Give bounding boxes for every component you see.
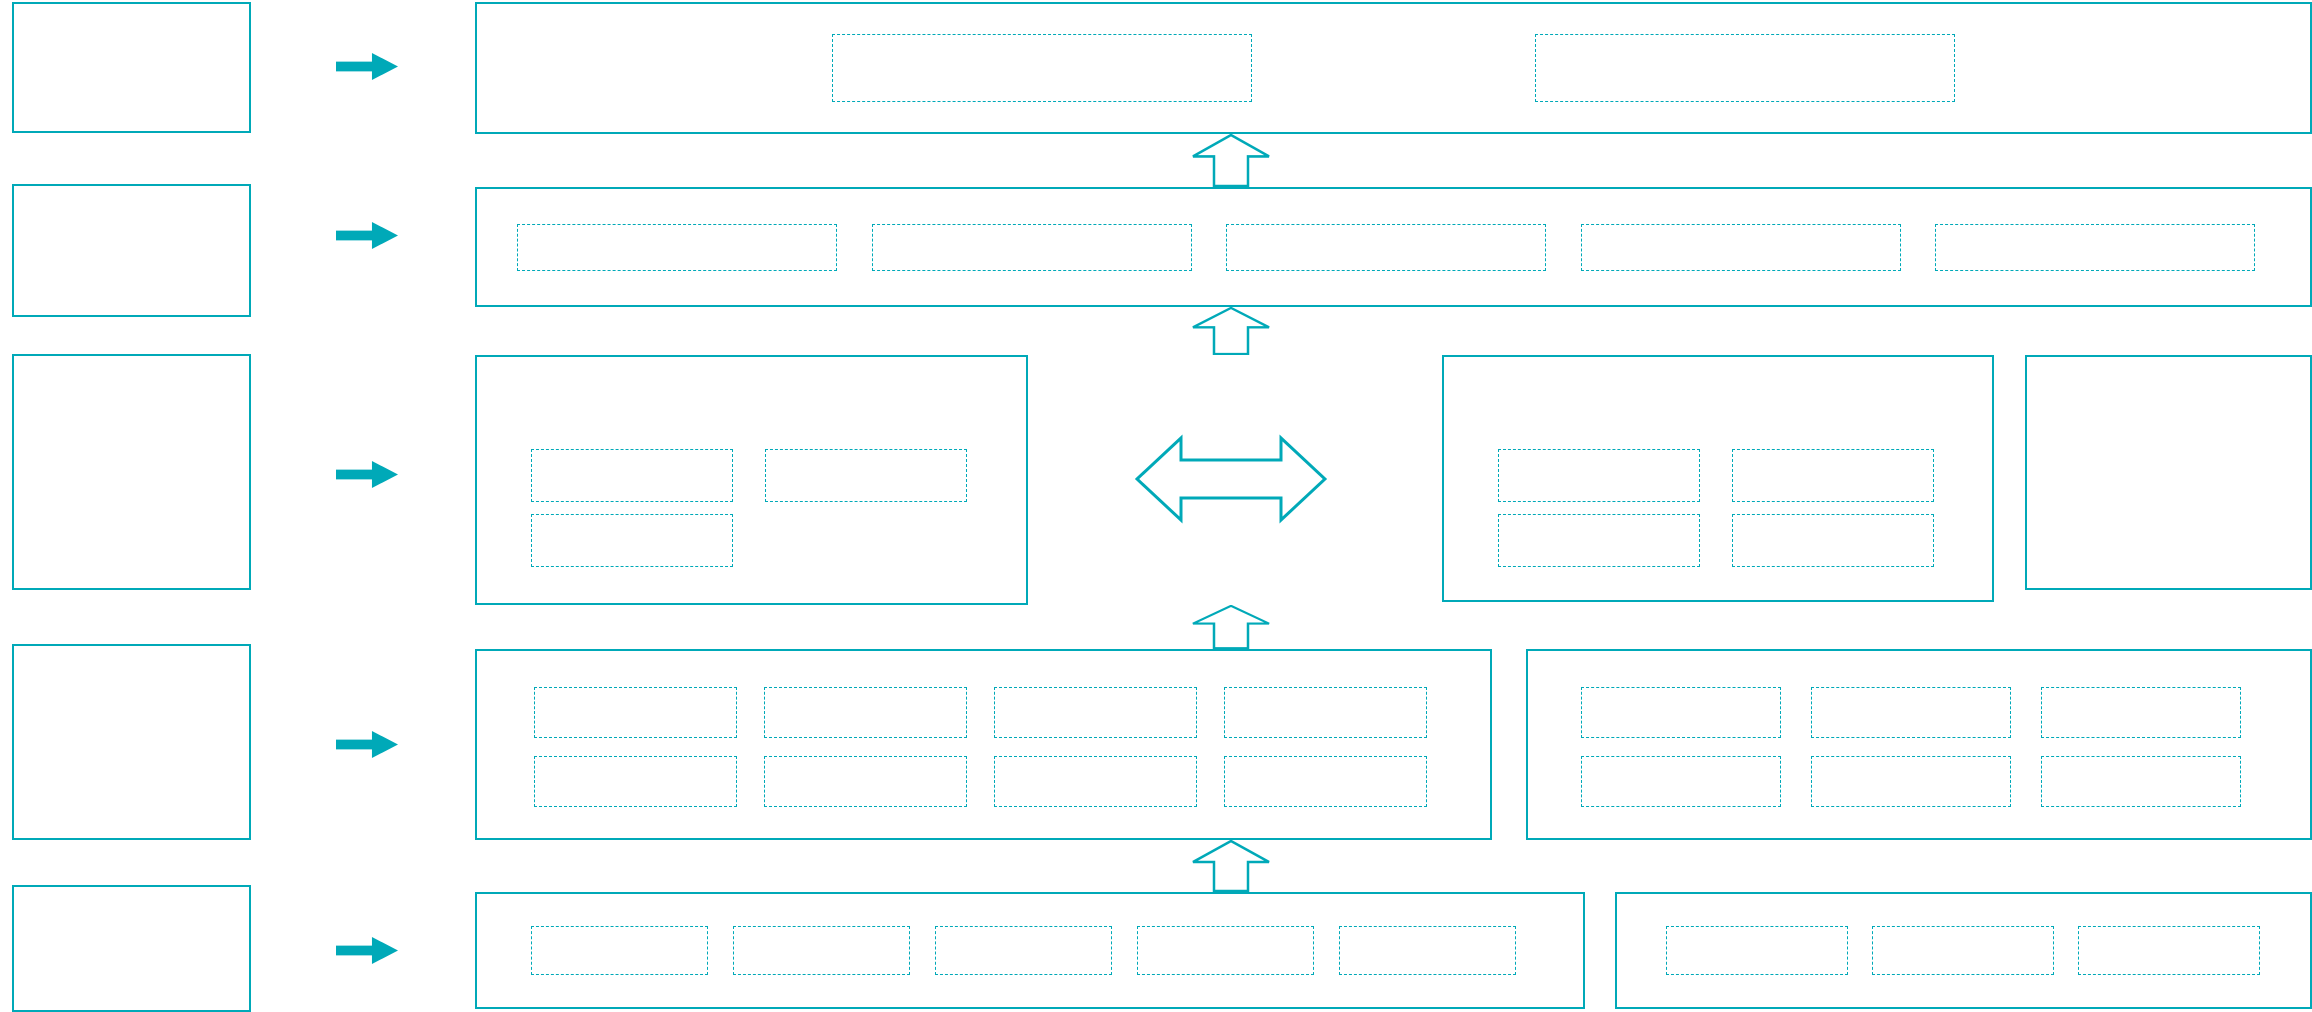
up-arrow-icon-3 <box>1192 605 1270 649</box>
placeholder-box <box>2041 756 2241 807</box>
layer-3-side-panel <box>2025 355 2312 590</box>
layer-3-right-panel <box>1442 355 1994 602</box>
placeholder-box <box>1498 514 1700 567</box>
placeholder-box <box>517 223 837 271</box>
placeholder-box <box>1137 926 1314 975</box>
layer-4-left-panel <box>475 649 1492 840</box>
placeholder-box <box>531 449 733 502</box>
layer-4-right-panel <box>1526 649 2312 840</box>
placeholder-box <box>994 687 1197 738</box>
placeholder-box <box>2041 687 2241 738</box>
placeholder-box <box>1811 756 2011 807</box>
placeholder-box <box>531 926 708 975</box>
placeholder-box <box>2078 926 2260 975</box>
up-arrow-icon-1 <box>1192 134 1270 187</box>
placeholder-box <box>534 756 737 807</box>
placeholder-box <box>1580 223 1901 271</box>
right-arrow-icon-layer-3 <box>336 461 398 488</box>
placeholder-box <box>733 926 910 975</box>
placeholder-box <box>994 756 1197 807</box>
layer-3-left-panel <box>475 355 1028 605</box>
layer-2-label-box <box>12 184 251 317</box>
right-arrow-icon-layer-5 <box>336 937 398 964</box>
placeholder-box <box>1224 756 1427 807</box>
placeholder-box <box>534 687 737 738</box>
right-arrow-icon-layer-1 <box>336 53 398 80</box>
layer-5-label-box <box>12 885 251 1012</box>
placeholder-box <box>1224 687 1427 738</box>
placeholder-box <box>1498 449 1700 502</box>
right-arrow-icon-layer-2 <box>336 222 398 249</box>
layer-3-label-box <box>12 354 251 590</box>
placeholder-box <box>1666 926 1848 975</box>
right-arrow-icon-layer-4 <box>336 731 398 758</box>
placeholder-box <box>1339 926 1516 975</box>
double-arrow-icon <box>1135 434 1327 524</box>
placeholder-box <box>1581 756 1781 807</box>
placeholder-box <box>1935 223 2255 271</box>
layer-1-label-box <box>12 2 251 133</box>
layer-1-panel <box>475 2 2312 134</box>
placeholder-box <box>871 223 1192 271</box>
placeholder-box <box>1872 926 2054 975</box>
placeholder-box <box>1732 514 1934 567</box>
placeholder-box <box>765 449 967 502</box>
layer-4-label-box <box>12 644 251 840</box>
up-arrow-icon-4 <box>1192 840 1270 892</box>
placeholder-box <box>1581 687 1781 738</box>
placeholder-box <box>1732 449 1934 502</box>
placeholder-box <box>764 687 967 738</box>
layer-5-left-panel <box>475 892 1585 1009</box>
placeholder-box <box>1226 223 1546 271</box>
placeholder-box <box>832 34 1252 102</box>
layer-5-right-panel <box>1615 892 2312 1009</box>
placeholder-box <box>764 756 967 807</box>
up-arrow-icon-2 <box>1192 307 1270 355</box>
placeholder-box <box>1811 687 2011 738</box>
placeholder-box <box>935 926 1112 975</box>
layer-2-panel <box>475 187 2312 307</box>
placeholder-box <box>1535 34 1955 102</box>
placeholder-box <box>531 514 733 567</box>
